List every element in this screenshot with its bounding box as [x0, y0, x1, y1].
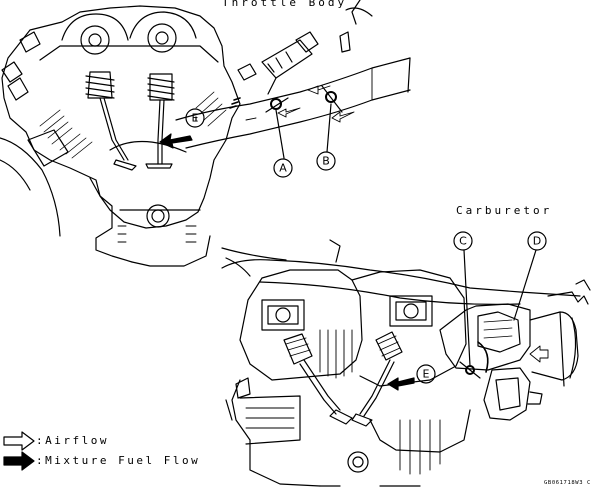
legend-airflow-label: :Airflow — [36, 434, 109, 447]
top-cylinder-head — [0, 5, 241, 267]
callout-a: A — [279, 162, 287, 175]
bottom-engine-block — [221, 239, 581, 487]
carburetor-title: Carburetor — [456, 204, 553, 217]
callout-d-circle — [527, 231, 547, 251]
throttle-body-title: Throttle Body — [222, 0, 348, 9]
callout-b: B — [322, 155, 330, 168]
top-throttle-valves — [195, 85, 343, 159]
top-intake-tube — [175, 0, 411, 149]
callout-c-circle — [453, 231, 473, 251]
legend-airflow-arrow — [3, 431, 35, 451]
top-mixture-arrow — [159, 133, 193, 149]
figure-code: GB061718W3 C — [544, 480, 591, 486]
bottom-mixture-arrow — [387, 377, 415, 391]
callout-e-bottom-circle — [416, 364, 436, 384]
callout-e-top: E — [192, 112, 199, 125]
callout-a-circle — [273, 158, 293, 178]
carburetor-assembly — [439, 249, 591, 421]
callout-e-top-circle — [185, 108, 205, 128]
callout-b-circle — [316, 151, 336, 171]
callout-e-bottom: E — [423, 368, 430, 381]
legend-mixture-label: :Mixture Fuel Flow — [36, 454, 201, 467]
legend-mixture-arrow — [3, 451, 35, 471]
callout-d: D — [533, 235, 541, 248]
callout-c: C — [459, 235, 467, 248]
